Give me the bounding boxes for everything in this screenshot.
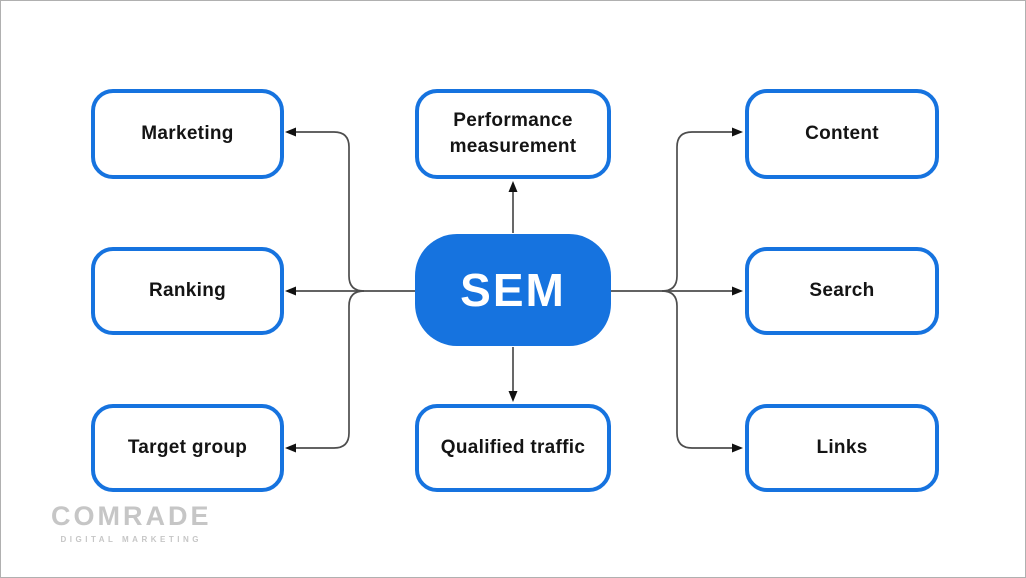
arrowhead-search xyxy=(732,286,743,296)
node-performance-measurement: Performance measurement xyxy=(415,89,611,179)
node-links: Links xyxy=(745,404,939,492)
hub-label: SEM xyxy=(460,264,566,316)
brand-tagline: DIGITAL MARKETING xyxy=(60,534,202,544)
node-label-target-group: Target group xyxy=(127,437,248,459)
node-label-qualified-traffic: Qualified traffic xyxy=(440,437,586,459)
connector-sem-target-group xyxy=(295,290,365,449)
node-label-content: Content xyxy=(805,123,879,145)
arrowhead-links xyxy=(732,443,743,453)
node-label-search: Search xyxy=(809,280,875,302)
node-label-ranking: Ranking xyxy=(148,280,227,302)
arrowhead-performance xyxy=(508,181,518,192)
arrowhead-qualified xyxy=(508,391,518,402)
connector-sem-content xyxy=(661,131,733,292)
node-search: Search xyxy=(745,247,939,335)
node-qualified-traffic: Qualified traffic xyxy=(415,404,611,492)
node-label-performance-measurement: Performance measurement xyxy=(449,110,577,157)
arrowhead-content xyxy=(732,127,743,137)
node-label-links: Links xyxy=(816,437,868,459)
connector-sem-marketing xyxy=(295,131,365,292)
brand-watermark: COMRADE DIGITAL MARKETING xyxy=(51,501,212,544)
node-target-group: Target group xyxy=(91,404,284,492)
node-ranking: Ranking xyxy=(91,247,284,335)
brand-logo: COMRADE xyxy=(51,501,212,531)
hub-node-sem: SEM xyxy=(415,234,611,346)
node-label-marketing: Marketing xyxy=(141,123,234,145)
node-marketing: Marketing xyxy=(91,89,284,179)
arrowhead-target-group xyxy=(285,443,296,453)
connector-sem-links xyxy=(661,290,733,449)
arrowhead-marketing xyxy=(285,127,296,137)
arrowhead-ranking xyxy=(285,286,296,296)
node-content: Content xyxy=(745,89,939,179)
